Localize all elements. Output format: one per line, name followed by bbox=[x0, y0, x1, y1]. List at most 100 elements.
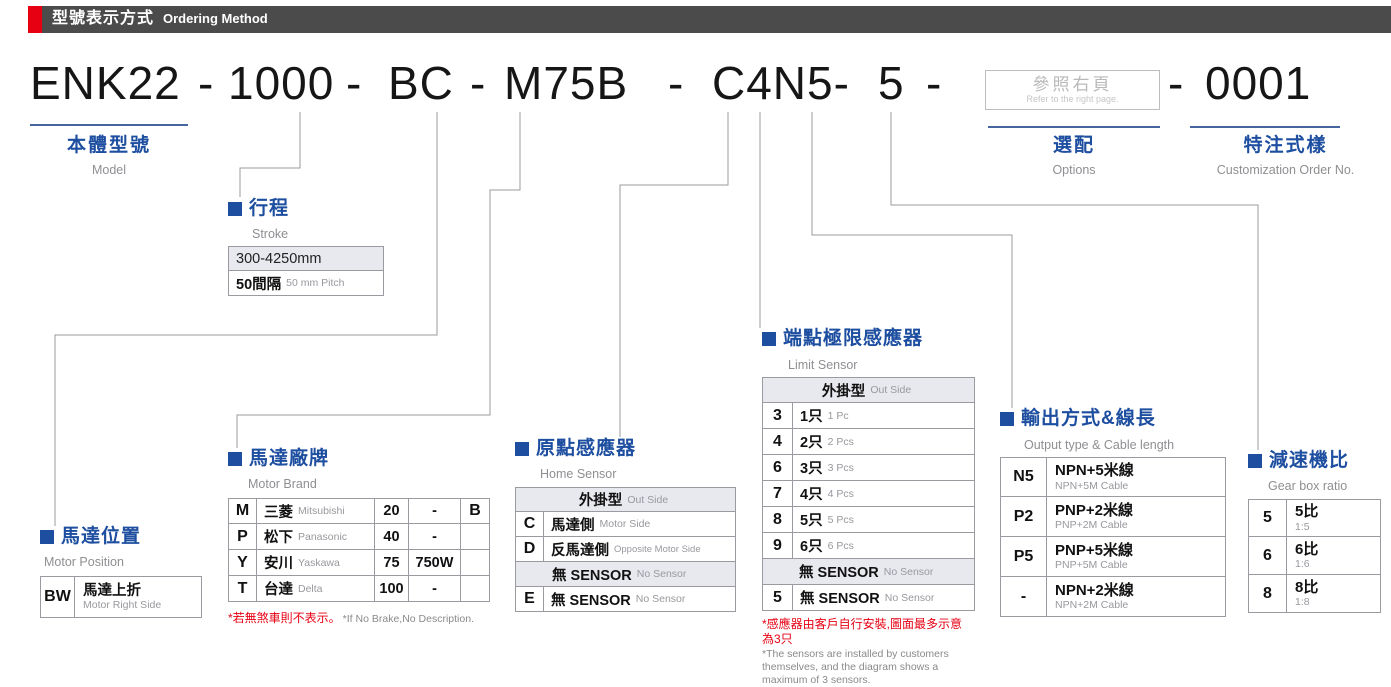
limit-sensor-zh: 1只 bbox=[800, 409, 823, 425]
limit-sensor-zh: 4只 bbox=[800, 487, 823, 503]
limit-sensor-footnote-en: *The sensors are installed by customers … bbox=[762, 648, 949, 686]
limit-sensor-header-zh: 外掛型 bbox=[821, 383, 866, 400]
header-title-bar: 型號表示方式 Ordering Method bbox=[42, 6, 1391, 33]
motor-brand-title-zh: 馬達廠牌 bbox=[249, 448, 330, 469]
motor-position-title-zh: 馬達位置 bbox=[61, 526, 142, 547]
limit-sensor-zh: 6只 bbox=[800, 539, 823, 555]
motor-brand-en: Yaskawa bbox=[298, 556, 340, 569]
limit-sensor-zh: 無 SENSOR bbox=[800, 591, 880, 607]
output-row: P2 PNP+2米線 PNP+2M Cable bbox=[1000, 497, 1226, 537]
limit-sensor-row: 9 6只 6 Pcs bbox=[762, 533, 975, 559]
model-dash-1: - bbox=[198, 57, 215, 109]
stroke-pitch-en: 50 mm Pitch bbox=[286, 277, 345, 289]
options-label-zh: 選配 bbox=[1052, 135, 1095, 156]
output-code: P5 bbox=[1001, 537, 1047, 576]
gear-ratio-en: 1:8 bbox=[1295, 596, 1310, 609]
motor-brand-row: P 松下 Panasonic 40 - bbox=[228, 524, 490, 550]
home-sensor-header-en: Out Side bbox=[627, 493, 669, 506]
home-sensor-row: C 馬達側 Motor Side bbox=[515, 512, 736, 537]
home-sensor-bullet-icon bbox=[515, 441, 529, 456]
motor-brand-footnote-zh: *若無煞車則不表示。 bbox=[228, 611, 341, 625]
gear-ratio-code: 8 bbox=[1249, 575, 1287, 612]
motor-brand-num: 40 bbox=[375, 524, 409, 549]
gear-ratio-section-title: 減速機比 bbox=[1248, 451, 1349, 470]
options-label-group: 選配 Options bbox=[988, 130, 1160, 177]
gear-ratio-bullet-icon bbox=[1248, 453, 1262, 468]
home-sensor-divider-en: No Sensor bbox=[636, 568, 687, 580]
home-sensor-en: Opposite Motor Side bbox=[614, 543, 701, 555]
motor-brand-en: Delta bbox=[298, 582, 323, 595]
home-sensor-zh: 無 SENSOR bbox=[551, 592, 631, 609]
custom-label-zh: 特注式樣 bbox=[1243, 135, 1328, 156]
home-sensor-table: 外掛型 Out Side C 馬達側 Motor Side D 反馬達側 Opp… bbox=[515, 487, 736, 612]
limit-sensor-row: 6 3只 3 Pcs bbox=[762, 455, 975, 481]
motor-brand-table: M 三菱 Mitsubishi 20 - B P 松下 Panasonic 40… bbox=[228, 498, 490, 602]
limit-sensor-row: 8 5只 5 Pcs bbox=[762, 507, 975, 533]
motor-brand-watt: - bbox=[409, 499, 461, 523]
base-label-zh: 本體型號 bbox=[66, 135, 151, 156]
motor-brand-en: Mitsubishi bbox=[298, 505, 345, 517]
model-dash-6: - bbox=[1168, 57, 1185, 109]
gear-ratio-row: 6 6比 1:6 bbox=[1248, 537, 1381, 575]
home-sensor-row: E 無 SENSOR No Sensor bbox=[515, 587, 736, 612]
limit-sensor-row: 5 無 SENSOR No Sensor bbox=[762, 585, 975, 611]
motor-brand-num: 75 bbox=[375, 550, 409, 575]
motor-position-en: Motor Right Side bbox=[83, 599, 162, 612]
options-box-text-zh: 參照右頁 bbox=[1032, 74, 1113, 94]
order-no-underline bbox=[1190, 126, 1340, 128]
stroke-pitch-row: 50間隔 50 mm Pitch bbox=[228, 271, 384, 296]
limit-sensor-en: 6 Pcs bbox=[827, 539, 854, 552]
stroke-title-en: Stroke bbox=[252, 227, 289, 241]
motor-brand-footnote: *若無煞車則不表示。*If No Brake,No Description. bbox=[228, 609, 474, 627]
motor-brand-code: T bbox=[229, 576, 257, 601]
header-left-margin bbox=[0, 6, 28, 33]
output-row: N5 NPN+5米線 NPN+5M Cable bbox=[1000, 457, 1226, 497]
motor-position-section-title: 馬達位置 bbox=[40, 527, 141, 546]
motor-brand-footnote-en: *If No Brake,No Description. bbox=[342, 613, 474, 625]
options-placeholder-box: 參照右頁 Refer to the right page. bbox=[985, 70, 1160, 110]
motor-position-zh: 馬達上折 bbox=[83, 582, 141, 599]
page-title-en: Ordering Method bbox=[163, 11, 268, 26]
model-dash-3: - bbox=[470, 57, 487, 109]
limit-sensor-en: 1 Pc bbox=[827, 409, 849, 422]
motor-brand-bullet-icon bbox=[228, 451, 242, 466]
motor-brand-section-title: 馬達廠牌 bbox=[228, 449, 329, 468]
gear-ratio-zh: 8比 bbox=[1295, 578, 1319, 596]
limit-sensor-header-row: 外掛型 Out Side bbox=[762, 377, 975, 403]
limit-sensor-zh: 3只 bbox=[800, 461, 823, 477]
output-en: NPN+2M Cable bbox=[1055, 599, 1129, 612]
model-segment-motor-brand: M75B bbox=[504, 57, 629, 109]
limit-sensor-en: 3 Pcs bbox=[827, 461, 854, 474]
limit-sensor-footnote-zh: *感應器由客戶自行安裝,圖面最多示意為3只 bbox=[762, 617, 963, 646]
limit-sensor-code: 7 bbox=[763, 481, 793, 506]
output-title-zh: 輸出方式&線長 bbox=[1021, 408, 1156, 429]
model-segment-sensors: C4N5- bbox=[712, 57, 850, 109]
base-label-en: Model bbox=[91, 163, 127, 177]
home-sensor-header-zh: 外掛型 bbox=[578, 493, 623, 509]
custom-label-group: 特注式樣 Customization Order No. bbox=[1178, 130, 1391, 177]
motor-brand-row: T 台達 Delta 100 - bbox=[228, 576, 490, 602]
home-sensor-code: D bbox=[516, 537, 544, 561]
model-segment-stroke: 1000 bbox=[228, 57, 335, 109]
limit-sensor-row: 3 1只 1 Pc bbox=[762, 403, 975, 429]
motor-position-title-en: Motor Position bbox=[44, 555, 124, 569]
motor-brand-code: M bbox=[229, 499, 257, 523]
page-header-bar: 型號表示方式 Ordering Method bbox=[0, 6, 1391, 33]
home-sensor-title-en: Home Sensor bbox=[540, 467, 617, 481]
home-sensor-code: C bbox=[516, 512, 544, 536]
limit-sensor-bullet-icon bbox=[762, 331, 776, 346]
motor-brand-row: M 三菱 Mitsubishi 20 - B bbox=[228, 498, 490, 524]
limit-sensor-code: 5 bbox=[763, 585, 793, 610]
motor-brand-watt: - bbox=[409, 524, 461, 549]
gear-ratio-row: 8 8比 1:8 bbox=[1248, 575, 1381, 613]
motor-position-bullet-icon bbox=[40, 529, 54, 544]
home-sensor-en: No Sensor bbox=[635, 593, 686, 605]
stroke-range-value: 300-4250mm bbox=[236, 250, 322, 267]
stroke-pitch-zh: 50間隔 bbox=[236, 276, 282, 293]
home-sensor-divider-row: 無 SENSOR No Sensor bbox=[515, 562, 736, 587]
output-section-title: 輸出方式&線長 bbox=[1000, 409, 1156, 428]
limit-sensor-section-title: 端點極限感應器 bbox=[762, 329, 923, 348]
home-sensor-en: Motor Side bbox=[599, 518, 651, 530]
motor-position-row: BW 馬達上折 Motor Right Side bbox=[40, 576, 202, 618]
